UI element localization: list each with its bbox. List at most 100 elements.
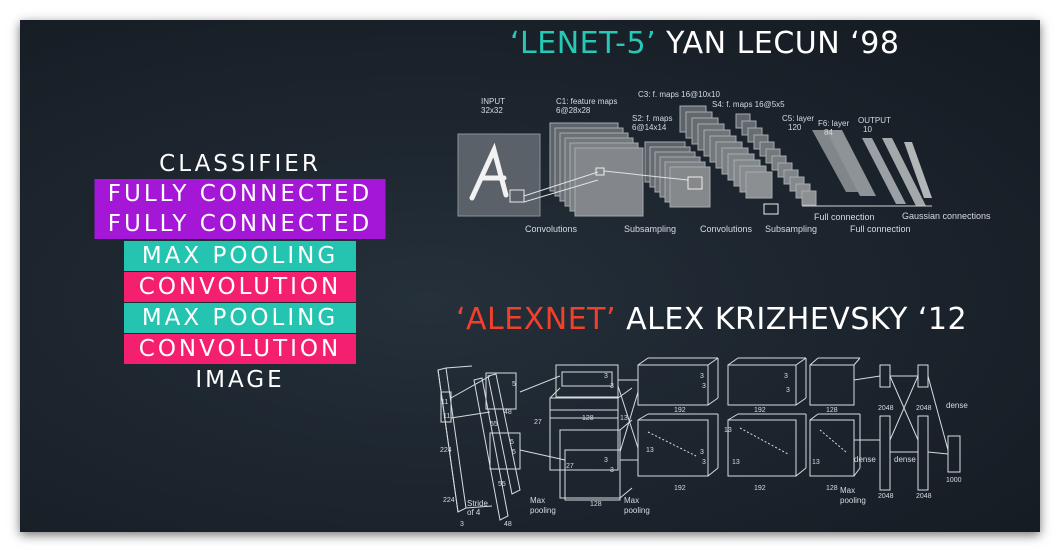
- fully-connected-block-2: FULLY CONNECTED: [94, 209, 386, 239]
- alexnet-name: ‘ALEXNET’: [456, 302, 617, 337]
- lenet-subsampling-2: Subsampling: [765, 224, 817, 234]
- diagram-label: 48: [504, 409, 512, 416]
- slide: CLASSIFIER FULLY CONNECTED FULLY CONNECT…: [20, 20, 1040, 532]
- lenet-s4-maps: [735, 113, 817, 206]
- lenet-input-size: 32x32: [481, 106, 503, 115]
- diagram-label: 192: [674, 407, 686, 414]
- diagram-label: Max: [624, 496, 639, 505]
- lenet-f6-label: F6: layer: [818, 119, 849, 128]
- diagram-label: 2048: [878, 405, 894, 412]
- diagram-label: 192: [754, 485, 766, 492]
- diagram-label: Max: [840, 486, 855, 495]
- diagram-label: 3: [702, 459, 706, 466]
- diagram-label: 55: [498, 481, 506, 488]
- lenet-s2-size: 6@14x14: [632, 123, 667, 132]
- diagram-label: 2048: [916, 493, 932, 500]
- diagram-label: 3: [610, 467, 614, 474]
- diagram-label: 192: [754, 407, 766, 414]
- lenet-convolutions-1: Convolutions: [525, 224, 578, 234]
- lenet-convolutions-2: Convolutions: [700, 224, 753, 234]
- diagram-label: 3: [604, 373, 608, 380]
- lenet-c5-label: C5: layer: [782, 114, 814, 123]
- diagram-label: 13: [646, 447, 654, 454]
- diagram-label: 128: [582, 415, 594, 422]
- convolution-block-1: CONVOLUTION: [124, 272, 356, 302]
- diagram-label: dense: [854, 455, 876, 464]
- lenet-input-label: INPUT: [481, 97, 505, 106]
- diagram-label: 27: [566, 463, 574, 470]
- classifier-label: CLASSIFIER: [159, 151, 321, 177]
- diagram-label: 3: [702, 383, 706, 390]
- letter-a-glyph: [469, 142, 509, 201]
- diagram-label: 13: [812, 459, 820, 466]
- lenet-subsampling-1: Subsampling: [624, 224, 676, 234]
- alexnet-author: ALEX KRIZHEVSKY ‘12: [616, 302, 968, 337]
- diagram-label: 1000: [946, 477, 962, 484]
- lenet-diagram: INPUT 32x32 C1: feature maps 6@28x28 S2:…: [457, 90, 991, 234]
- diagram-label: 3: [786, 387, 790, 394]
- diagram-label: pooling: [530, 506, 556, 515]
- diagram-label: 2048: [916, 405, 932, 412]
- diagram-label: 224: [443, 497, 455, 504]
- lenet-heading: ‘LENET-5’ YAN LECUN ‘98: [510, 26, 899, 61]
- alexnet-heading: ‘ALEXNET’ ALEX KRIZHEVSKY ‘12: [456, 302, 967, 337]
- diagram-label: dense: [894, 455, 916, 464]
- lenet-s2-label: S2: f. maps: [632, 114, 672, 123]
- diagram-label: 224: [440, 447, 452, 454]
- lenet-s4-label: S4: f. maps 16@5x5: [712, 100, 785, 109]
- lenet-c1-maps: [549, 122, 644, 217]
- image-label: IMAGE: [195, 367, 285, 393]
- diagram-label: 13: [724, 427, 732, 434]
- max-pooling-block-2: MAX POOLING: [124, 303, 356, 333]
- lenet-author: YAN LECUN ‘98: [656, 26, 900, 61]
- lenet-full-connection-2: Full connection: [850, 224, 911, 234]
- diagram-label: Stride: [467, 499, 488, 508]
- diagram-label: 5: [512, 381, 516, 388]
- diagram-label: pooling: [624, 506, 650, 515]
- lenet-output-label: OUTPUT: [858, 116, 891, 125]
- alexnet-structure: [437, 357, 961, 521]
- lenet-c1-label: C1: feature maps: [556, 97, 617, 106]
- lenet-full-connection-1: Full connection: [814, 212, 875, 222]
- diagram-label: 13: [620, 415, 628, 422]
- diagram-label: 48: [504, 521, 512, 528]
- lenet-f6-size: 84: [824, 128, 833, 137]
- diagram-label: 3: [460, 521, 464, 528]
- diagram-label: 128: [826, 485, 838, 492]
- max-pooling-block-1: MAX POOLING: [124, 241, 356, 271]
- lenet-s2-maps: [644, 141, 711, 208]
- alexnet-dashed-connections: [647, 427, 847, 457]
- convolution-block-2: CONVOLUTION: [124, 334, 356, 364]
- diagram-label: of 4: [467, 508, 481, 517]
- lenet-c3-maps: [679, 105, 773, 199]
- diagram-label: 5: [510, 439, 514, 446]
- diagram-label: 13: [732, 459, 740, 466]
- diagram-label: pooling: [840, 496, 866, 505]
- diagram-label: 3: [604, 457, 608, 464]
- lenet-c3-label: C3: f. maps 16@10x10: [638, 90, 720, 99]
- diagram-label: dense: [946, 401, 968, 410]
- diagram-label: 3: [784, 373, 788, 380]
- diagram-label: 3: [700, 449, 704, 456]
- diagram-label: 11: [441, 399, 448, 406]
- diagram-label: 2048: [878, 493, 894, 500]
- lenet-full-connections: [812, 130, 932, 206]
- lenet-output-size: 10: [863, 125, 872, 134]
- diagram-label: 11: [443, 413, 450, 420]
- diagram-label: Max: [530, 496, 545, 505]
- lenet-labels: INPUT 32x32 C1: feature maps 6@28x28 S2:…: [481, 90, 991, 234]
- diagram-label: 128: [826, 407, 838, 414]
- diagram-label: 3: [700, 373, 704, 380]
- diagram-label: 5: [512, 449, 516, 456]
- diagram-label: 128: [590, 501, 602, 508]
- diagram-label: 27: [534, 419, 542, 426]
- lenet-c1-size: 6@28x28: [556, 106, 591, 115]
- diagram-label: 192: [674, 485, 686, 492]
- lenet-c5-size: 120: [788, 123, 802, 132]
- alexnet-labels: 11 11 224 224 3 Stride of 4 5 48 55 55 5…: [440, 373, 968, 528]
- diagram-label: 3: [610, 383, 614, 390]
- lenet-name: ‘LENET-5’: [510, 26, 657, 61]
- alexnet-diagram: 11 11 224 224 3 Stride of 4 5 48 55 55 5…: [437, 357, 968, 528]
- lenet-gaussian-connections: Gaussian connections: [902, 211, 991, 221]
- diagram-label: 55: [490, 421, 498, 428]
